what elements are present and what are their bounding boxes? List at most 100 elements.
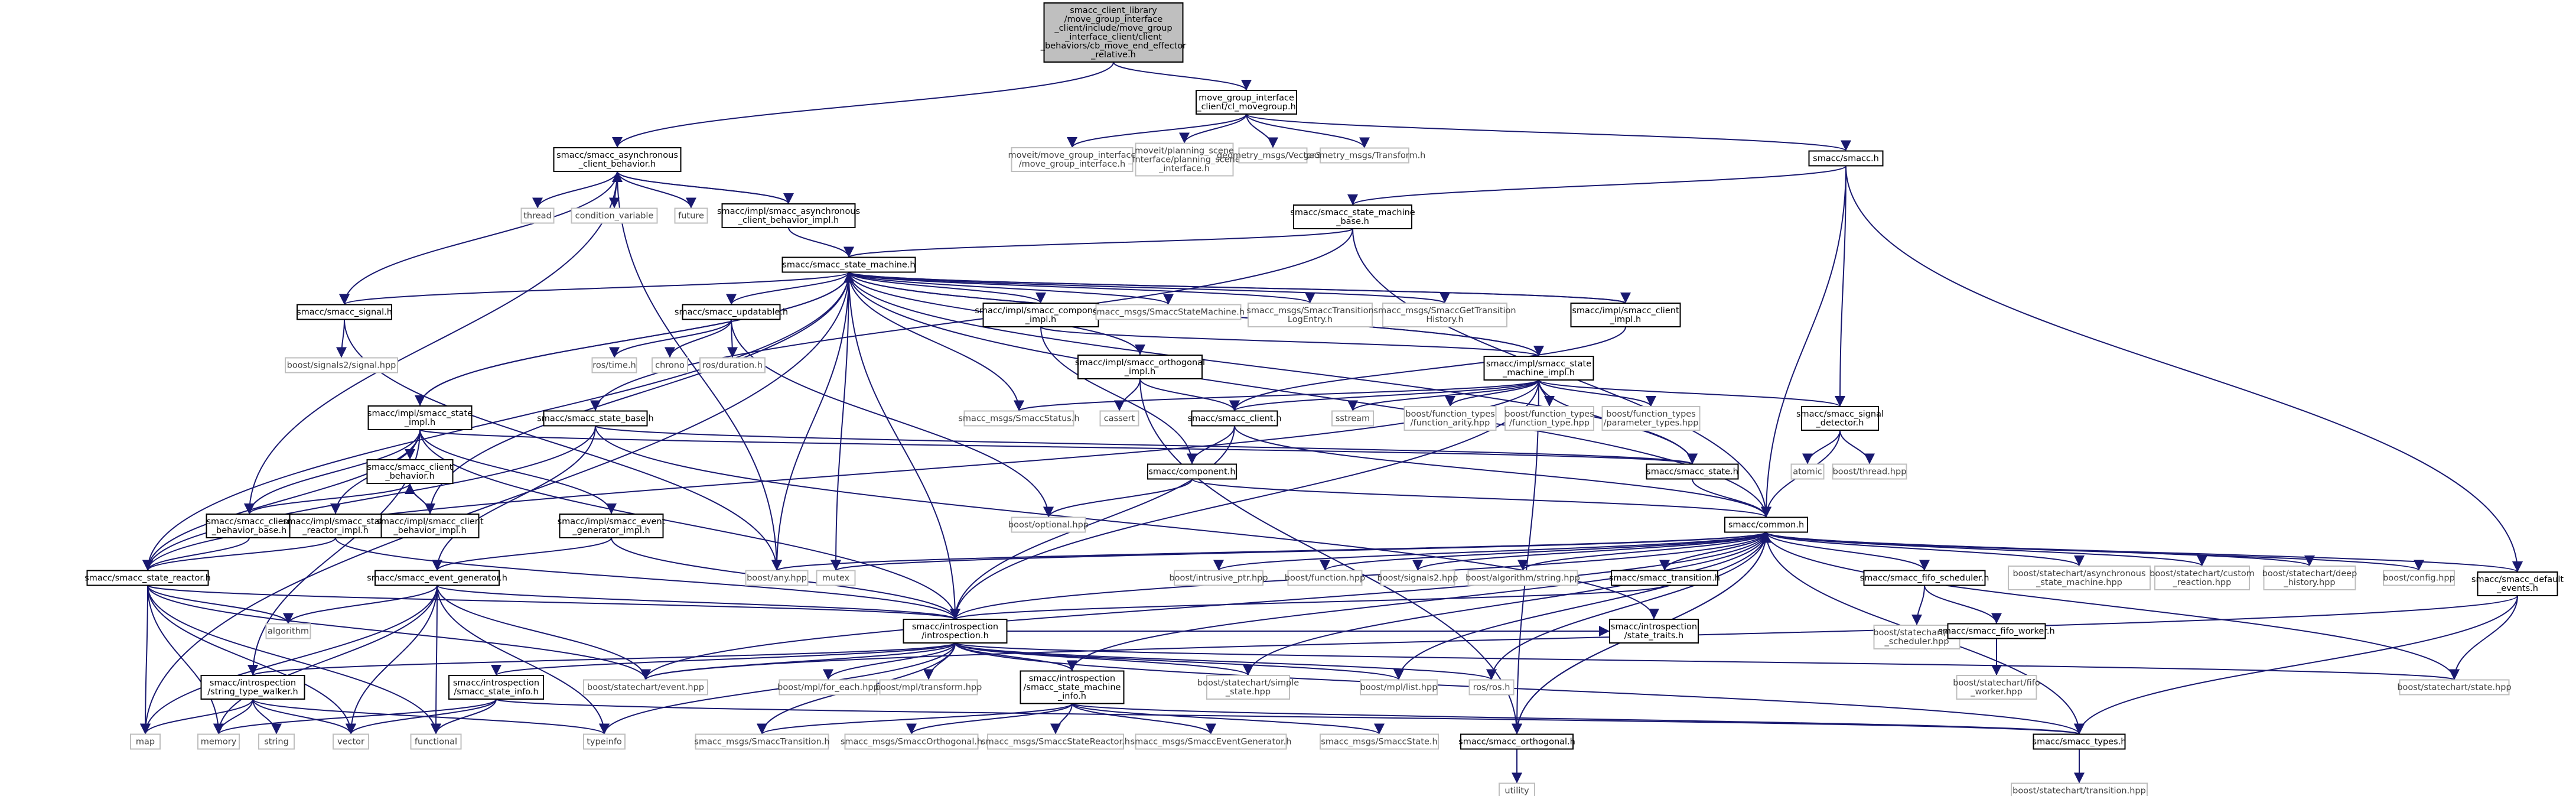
node-cassert: cassert [1099, 410, 1139, 427]
node-box [1801, 406, 1879, 431]
node-label: _reaction.hpp [2173, 578, 2232, 587]
node-sm_base[interactable]: smacc/smacc_state_machine_base.h [1290, 204, 1415, 229]
node-event_gen[interactable]: smacc/smacc_event_generator.h [367, 570, 507, 586]
node-box [1174, 570, 1263, 586]
node-introspection[interactable]: smacc/introspection/introspection.h [903, 619, 1008, 644]
node-label: _machine_impl.h [1502, 368, 1575, 378]
node-state_traits[interactable]: smacc/introspection/state_traits.h [1609, 619, 1699, 644]
node-label: cassert [1104, 414, 1135, 424]
node-comp_impl[interactable]: smacc/impl/smacc_component_impl.h [975, 303, 1107, 327]
node-state_machine[interactable]: smacc/smacc_state_machine.h [781, 256, 916, 273]
node-cb_impl[interactable]: smacc/impl/smacc_client_behavior_impl.h [376, 514, 484, 538]
node-label: smacc_msgs/SmaccTransition.h [694, 737, 829, 747]
edge-introspection-to-string_walker [247, 642, 956, 676]
node-box [1570, 303, 1681, 327]
node-msg_event_gen: smacc_msgs/SmaccEventGenerator.h [1131, 733, 1291, 750]
node-box [1099, 410, 1139, 427]
edge-common-to-mutex [831, 531, 1767, 571]
edge-state_reactor-to-introspection [147, 584, 960, 620]
node-label: smacc/impl/smacc_orthogonal [1075, 358, 1205, 368]
node-string_walker[interactable]: smacc/introspection/string_type_walker.h [200, 675, 305, 700]
node-label: _info.h [1057, 692, 1086, 701]
node-client_impl[interactable]: smacc/impl/smacc_client_impl.h [1570, 303, 1681, 327]
node-state_h[interactable]: smacc/smacc_state.h [1646, 463, 1739, 480]
edge-sig_detector-to-bthread [1839, 430, 1875, 464]
node-sm_impl[interactable]: smacc/impl/smacc_state_machine_impl.h [1483, 356, 1594, 381]
node-fifo_sched[interactable]: smacc/smacc_fifo_scheduler.h [1860, 570, 1989, 586]
node-box [2008, 566, 2151, 590]
node-types_h[interactable]: smacc/smacc_types.h [2033, 733, 2126, 750]
node-cb_h[interactable]: smacc/smacc_client_behavior.h [366, 459, 454, 484]
node-sig_detector[interactable]: smacc/smacc_signal_detector.h [1796, 406, 1884, 431]
node-signal[interactable]: smacc/smacc_signal.h [297, 304, 392, 320]
node-sc_fifo_sched: boost/statechart/fifo_scheduler.hpp [1873, 625, 1961, 649]
node-box [366, 459, 454, 484]
node-fifo_worker[interactable]: smacc/smacc_fifo_worker.h [1938, 623, 2055, 639]
node-updatable[interactable]: smacc/smacc_updatable.h [675, 304, 788, 320]
node-box [1320, 147, 1409, 164]
edge-eg_impl-to-event_gen [432, 537, 612, 571]
node-sm_info[interactable]: smacc/introspection/smacc_state_machine_… [1020, 670, 1125, 704]
node-orthogonal_h[interactable]: smacc/smacc_orthogonal.h [1458, 733, 1575, 750]
node-string: string [258, 733, 295, 750]
node-box [1832, 463, 1907, 480]
edge-string_walker-to-typeinfo [252, 698, 610, 735]
edge-state_machine-to-comp_impl [848, 271, 1046, 304]
node-sc_state: boost/statechart/state.hpp [2397, 679, 2512, 696]
node-rosduration: ros/duration.h [699, 357, 766, 373]
node-sr_impl[interactable]: smacc/impl/smacc_state_reactor_impl.h [283, 514, 388, 538]
node-root[interactable]: smacc_client_library/move_group_interfac… [1040, 2, 1186, 63]
node-box [520, 207, 555, 224]
node-default_events[interactable]: smacc/smacc_default_events.h [2471, 571, 2564, 596]
node-label: sstream [1336, 414, 1370, 424]
edge-orth_impl-to-client_h [1139, 378, 1240, 411]
node-client_h[interactable]: smacc/smacc_client.h [1188, 410, 1282, 427]
edge-sm_impl-to-ft_param [1538, 379, 1656, 407]
node-smacc_state_info[interactable]: smacc/introspection/smacc_state_info.h [448, 675, 544, 700]
node-component_h[interactable]: smacc/component.h [1147, 463, 1237, 480]
node-label: _impl.h [404, 418, 435, 427]
node-rostime: ros/time.h [591, 357, 637, 373]
node-label: geometry_msgs/Transform.h [1304, 151, 1426, 161]
node-label: atomic [1793, 467, 1822, 477]
node-smacc_h[interactable]: smacc/smacc.h [1808, 150, 1884, 167]
node-custom_reaction: boost/statechart/custom_reaction.hpp [2150, 566, 2255, 590]
node-orth_impl[interactable]: smacc/impl/smacc_orthogonal_impl.h [1075, 355, 1205, 379]
node-label: smacc/impl/smacc_state [1486, 359, 1591, 369]
edge-event_gen-to-typeinfo [437, 585, 610, 735]
node-transition_h[interactable]: smacc/smacc_transition.h [1609, 570, 1720, 586]
node-cl_movegroup[interactable]: move_group_interface_client/cl_movegroup… [1196, 90, 1297, 115]
edge-event_gen-to-algorithm [283, 585, 438, 624]
edge-smacc_state_info-to-vector [346, 698, 497, 735]
node-msg_status: smacc_msgs/SmaccStatus.h [958, 410, 1080, 427]
edge-fifo_sched-to-sc_fifo_sched [1911, 585, 1925, 626]
node-label: boost/statechart/asynchronous [2012, 569, 2145, 579]
edge-cb_h-to-cb_base [244, 483, 411, 515]
node-label: smacc_msgs/SmaccStateMachine.h [1092, 308, 1245, 317]
node-common[interactable]: smacc/common.h [1724, 516, 1808, 533]
node-label: boost/statechart/state.hpp [2397, 683, 2511, 693]
edge-state_machine-to-msg_get_trans [848, 271, 1450, 304]
node-async_impl[interactable]: smacc/impl/smacc_asynchronous_client_beh… [717, 203, 860, 228]
edge-state_machine-to-state_reactor [142, 272, 849, 571]
node-state_impl[interactable]: smacc/impl/smacc_state_impl.h [367, 405, 473, 430]
node-box [779, 679, 878, 696]
node-cb_base[interactable]: smacc/smacc_client_behavior_base.h [206, 514, 293, 538]
node-label: move_group_interface [1199, 93, 1294, 103]
node-box [265, 623, 311, 639]
node-state_base[interactable]: smacc/smacc_state_base.h [537, 410, 654, 427]
edge-event_gen-to-sc_event [437, 585, 651, 680]
node-box [674, 207, 708, 224]
node-label: smacc/smacc_fifo_scheduler.h [1860, 574, 1989, 583]
edge-introspection-to-sc_event [640, 642, 956, 681]
edge-introspection-to-mpl_foreach [823, 642, 956, 680]
node-box [2011, 782, 2148, 796]
node-state_reactor[interactable]: smacc/smacc_state_reactor.h [84, 570, 211, 586]
node-async_cb[interactable]: smacc/smacc_asynchronous_client_behavior… [553, 147, 682, 172]
edge-async_impl-to-state_machine [788, 227, 854, 258]
edge-sm_impl-to-orthogonal_h [1512, 379, 1539, 735]
edge-introspection-to-sm_info [955, 642, 1077, 671]
edge-default_events-to-types_h [2074, 595, 2518, 735]
node-eg_impl[interactable]: smacc/impl/smacc_event_generator_impl.h [558, 514, 666, 538]
